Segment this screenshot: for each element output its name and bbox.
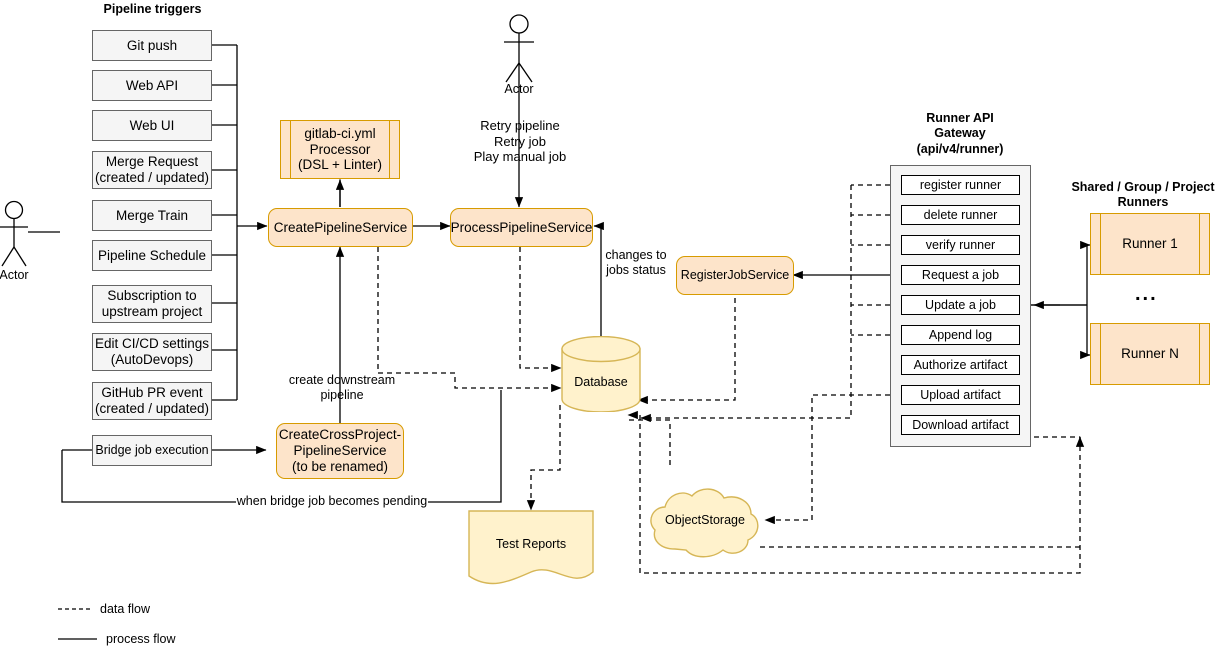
api-endpoint-upload-artifact[interactable]: Upload artifact: [901, 385, 1020, 405]
component-bar-right: [1199, 214, 1200, 274]
object-storage-label: ObjectStorage: [665, 512, 745, 527]
runner-n[interactable]: Runner N: [1090, 323, 1210, 385]
actor-left-figure: [0, 200, 28, 267]
legend-process-flow-label: process flow: [106, 632, 176, 646]
test-reports-document[interactable]: [468, 510, 594, 586]
trigger-subscription-line2: upstream project: [101, 304, 203, 319]
component-bar-right: [389, 121, 390, 178]
runner-n-label: Runner N: [1121, 346, 1179, 362]
api-endpoint-request-a-job[interactable]: Request a job: [901, 265, 1020, 285]
runners-title-line2: Runners: [1117, 195, 1169, 210]
cross-project-line1: CreateCrossProject-: [278, 427, 402, 443]
runner-1-label: Runner 1: [1122, 236, 1178, 252]
trigger-git-push[interactable]: Git push: [92, 30, 212, 61]
runners-ellipsis: ...: [1135, 283, 1158, 305]
component-bar-left: [1100, 324, 1101, 384]
yml-processor-line2: Processor: [309, 141, 371, 157]
edge-label-bridge-pending: when bridge job becomes pending: [236, 494, 428, 509]
test-reports-label: Test Reports: [495, 536, 567, 551]
api-endpoint-authorize-artifact[interactable]: Authorize artifact: [901, 355, 1020, 375]
runners-title-line1: Shared / Group / Project: [1071, 180, 1215, 194]
trigger-edit-cicd-settings[interactable]: Edit CI/CD settings (AutoDevops): [92, 333, 212, 371]
trigger-edit-cicd-line2: (AutoDevops): [110, 352, 194, 367]
process-pipeline-service[interactable]: ProcessPipelineService: [450, 208, 593, 247]
edge-label-retry: Retry pipeline Retry job Play manual job: [450, 118, 590, 165]
runner-api-title-line2: Gateway: [934, 126, 986, 141]
trigger-web-api[interactable]: Web API: [92, 70, 212, 101]
cross-project-line2: PipelineService: [293, 443, 387, 459]
gitlab-ci-yml-processor[interactable]: gitlab-ci.yml Processor (DSL + Linter): [280, 120, 400, 179]
api-endpoint-verify-runner[interactable]: verify runner: [901, 235, 1020, 255]
runners-group-title: Shared / Group / Project Runners: [1063, 180, 1223, 211]
component-bar-left: [290, 121, 291, 178]
register-job-service[interactable]: RegisterJobService: [676, 256, 794, 295]
database-label: Database: [574, 374, 628, 389]
api-endpoint-update-a-job[interactable]: Update a job: [901, 295, 1020, 315]
downstream-line1: create downstream: [288, 373, 396, 387]
actor-top-label: Actor: [504, 82, 534, 96]
api-endpoint-delete-runner[interactable]: delete runner: [901, 205, 1020, 225]
retry-line3: Play manual job: [473, 149, 567, 165]
downstream-line2: pipeline: [320, 388, 364, 402]
api-endpoint-register-runner[interactable]: register runner: [901, 175, 1020, 195]
trigger-github-pr-line2: (created / updated): [94, 401, 210, 416]
changes-line2: jobs status: [606, 263, 666, 277]
component-bar-left: [1100, 214, 1101, 274]
trigger-edit-cicd-line1: Edit CI/CD settings: [94, 336, 210, 352]
trigger-subscription-line1: Subscription to: [107, 288, 197, 304]
trigger-merge-train[interactable]: Merge Train: [92, 200, 212, 231]
retry-line2: Retry job: [493, 133, 547, 149]
runner-1[interactable]: Runner 1: [1090, 213, 1210, 275]
yml-processor-line3: (DSL + Linter): [298, 157, 382, 173]
legend-data-flow-label: data flow: [100, 602, 151, 616]
edge-label-changes-to-jobs-status: changes to jobs status: [586, 248, 686, 278]
retry-line1: Retry pipeline: [480, 118, 560, 133]
trigger-web-ui[interactable]: Web UI: [92, 110, 212, 141]
actor-left-label: Actor: [0, 268, 29, 282]
trigger-bridge-job-execution[interactable]: Bridge job execution: [92, 435, 212, 466]
create-pipeline-service[interactable]: CreatePipelineService: [268, 208, 413, 247]
runner-api-title-line3: (api/v4/runner): [916, 141, 1004, 156]
edge-label-create-downstream-pipeline: create downstream pipeline: [272, 373, 412, 403]
cross-project-line3: (to be renamed): [291, 458, 389, 474]
object-storage-cloud[interactable]: [648, 487, 762, 559]
component-bar-right: [1199, 324, 1200, 384]
trigger-pipeline-schedule[interactable]: Pipeline Schedule: [92, 240, 212, 271]
trigger-merge-request-line2: (created / updated): [94, 170, 210, 185]
create-cross-project-pipeline-service[interactable]: CreateCrossProject- PipelineService (to …: [276, 423, 404, 479]
trigger-merge-request[interactable]: Merge Request (created / updated): [92, 151, 212, 189]
database-cylinder[interactable]: [560, 336, 642, 412]
trigger-subscription-upstream[interactable]: Subscription to upstream project: [92, 285, 212, 323]
runner-api-gateway-title: Runner API Gateway (api/v4/runner): [885, 111, 1035, 157]
yml-processor-line1: gitlab-ci.yml: [304, 125, 376, 141]
page-title-pipeline-triggers: Pipeline triggers: [103, 2, 202, 16]
api-endpoint-download-artifact[interactable]: Download artifact: [901, 415, 1020, 435]
trigger-github-pr-event[interactable]: GitHub PR event (created / updated): [92, 382, 212, 420]
changes-line1: changes to: [605, 248, 667, 262]
trigger-merge-request-line1: Merge Request: [105, 154, 199, 170]
runner-api-title-line1: Runner API: [926, 111, 994, 125]
trigger-github-pr-line1: GitHub PR event: [101, 385, 203, 401]
api-endpoint-append-log[interactable]: Append log: [901, 325, 1020, 345]
actor-top-figure: [504, 14, 534, 83]
